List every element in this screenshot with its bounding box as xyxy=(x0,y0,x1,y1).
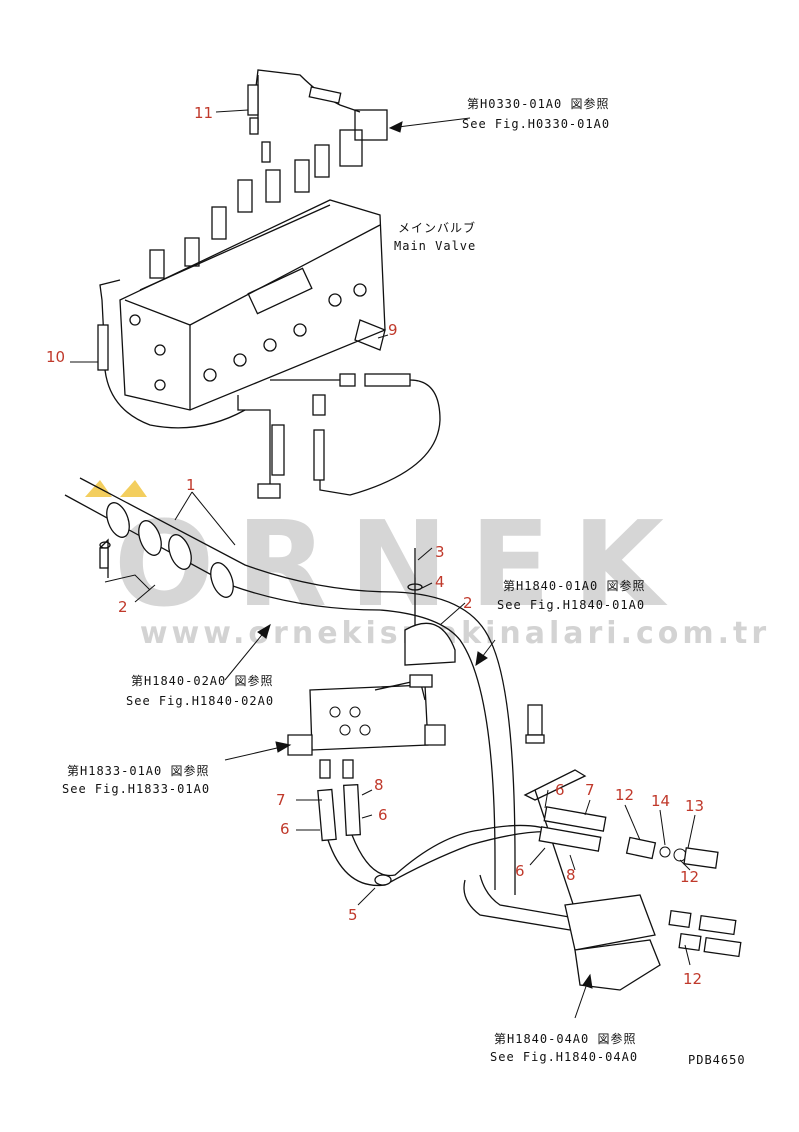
drawing-code: PDB4650 xyxy=(688,1053,746,1067)
main-valve-jp: メインバルブ xyxy=(398,220,476,235)
ref-h1840-01-jp: 第H1840-01A0 図参照 xyxy=(503,578,645,593)
pipe-assembly-1 xyxy=(64,477,516,895)
right-valve-block xyxy=(523,704,742,991)
ref-h0330-en: See Fig.H0330-01A0 xyxy=(462,117,610,131)
callout-6-right-bottom: 6 xyxy=(515,862,525,880)
callout-8-right: 8 xyxy=(566,866,576,884)
ref-h1833-en: See Fig.H1833-01A0 xyxy=(62,782,210,796)
callout-7-right: 7 xyxy=(585,781,595,799)
leader-lines xyxy=(70,109,696,966)
callout-7-left: 7 xyxy=(276,791,286,809)
ref-h1840-01-en: See Fig.H1840-01A0 xyxy=(497,598,645,612)
ref-h1833-jp: 第H1833-01A0 図参照 xyxy=(67,763,209,778)
callout-6-center-right: 6 xyxy=(378,806,388,824)
callout-6-right-top: 6 xyxy=(555,781,565,799)
callout-11: 11 xyxy=(194,104,213,122)
watermark: ORNEK www.ornekismakinalari.com.tr xyxy=(85,480,770,651)
callout-numbers: 11 10 9 1 2 3 4 2 8 7 6 6 5 6 7 12 14 13… xyxy=(46,104,704,988)
callout-12-middle: 12 xyxy=(680,868,699,886)
callout-6-left: 6 xyxy=(280,820,290,838)
callout-9: 9 xyxy=(388,321,398,339)
callout-1: 1 xyxy=(186,476,196,494)
main-valve-assembly xyxy=(97,69,441,499)
watermark-url: www.ornekismakinalari.com.tr xyxy=(140,616,770,651)
ppc-valve xyxy=(287,674,446,779)
clamp-bracket xyxy=(404,548,456,666)
callout-10: 10 xyxy=(46,348,65,366)
callout-2-right: 2 xyxy=(463,594,473,612)
callout-4: 4 xyxy=(435,573,445,591)
callout-14: 14 xyxy=(651,792,670,810)
callout-12-bottom: 12 xyxy=(683,970,702,988)
watermark-brand: ORNEK xyxy=(114,495,686,633)
ref-h1840-02-en: See Fig.H1840-02A0 xyxy=(126,694,274,708)
callout-3: 3 xyxy=(435,543,445,561)
ref-h0330-jp: 第H0330-01A0 図参照 xyxy=(467,96,609,111)
ref-h1840-04-jp: 第H1840-04A0 図参照 xyxy=(494,1031,636,1046)
callout-8-left: 8 xyxy=(374,776,384,794)
ref-h1840-04-en: See Fig.H1840-04A0 xyxy=(490,1050,638,1064)
watermark-accent-shape xyxy=(85,480,147,497)
reference-arrows xyxy=(224,117,593,1019)
callout-12-top: 12 xyxy=(615,786,634,804)
ref-h1840-02-jp: 第H1840-02A0 図参照 xyxy=(131,673,273,688)
main-valve-en: Main Valve xyxy=(394,239,476,253)
callout-13: 13 xyxy=(685,797,704,815)
reference-labels: 第H0330-01A0 図参照 See Fig.H0330-01A0 メインバル… xyxy=(62,96,746,1067)
callout-2-left: 2 xyxy=(118,598,128,616)
callout-5: 5 xyxy=(348,906,358,924)
hose-set-center xyxy=(317,783,576,931)
